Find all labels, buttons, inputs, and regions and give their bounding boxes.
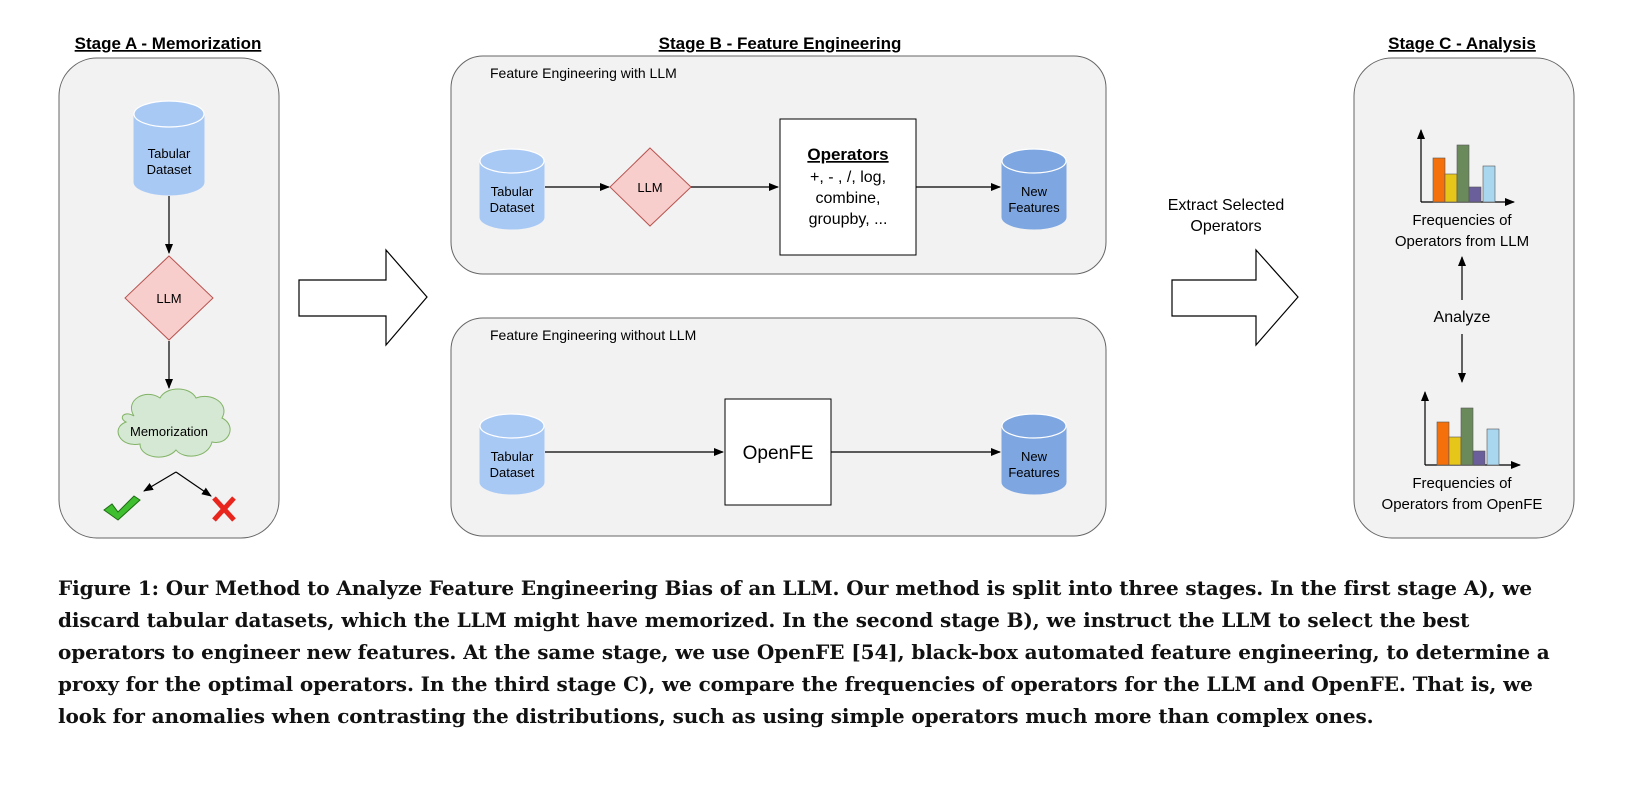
llm-frequency-bar-chart-icon <box>1417 129 1515 206</box>
fe-without-llm-dataset-icon: Tabular Dataset <box>479 413 545 495</box>
stage-a-llm-diamond: LLM <box>124 255 214 341</box>
fe-without-llm-title: Feature Engineering without LLM <box>490 327 696 343</box>
stage-a-to-b-arrow <box>298 248 428 347</box>
fe-with-llm-output-label-1: New <box>1021 184 1048 199</box>
operators-title: Operators <box>807 145 888 164</box>
fe-with-llm-llm-label: LLM <box>637 180 662 195</box>
stage-b-to-c-arrow <box>1171 248 1299 347</box>
fe-with-llm-dataset-label-2: Dataset <box>490 200 535 215</box>
stage-c-title: Stage C - Analysis <box>1388 34 1536 53</box>
operators-line-1: +, - , /, log, <box>810 169 886 186</box>
stage-a-dataset-label-1: Tabular <box>148 146 191 161</box>
stage-a-llm-label: LLM <box>156 291 181 306</box>
analyze-label: Analyze <box>1434 309 1491 326</box>
llm-frequency-label-1: Frequencies of <box>1412 212 1512 229</box>
red-x-icon <box>212 496 236 522</box>
llm-frequency-label-2: Operators from LLM <box>1395 233 1529 250</box>
stage-b-title: Stage B - Feature Engineering <box>659 34 902 53</box>
fe-with-llm-llm-diamond: LLM <box>609 147 692 227</box>
fe-with-llm-dataset-icon: Tabular Dataset <box>479 148 545 230</box>
openfe-frequency-label-1: Frequencies of <box>1412 475 1512 492</box>
stage-a-title: Stage A - Memorization <box>75 34 262 53</box>
openfe-box: OpenFE <box>724 398 832 506</box>
extract-label-line-1: Extract Selected <box>1168 197 1285 214</box>
figure-caption: Figure 1: Our Method to Analyze Feature … <box>58 576 1550 728</box>
fe-without-llm-output-label-1: New <box>1021 449 1048 464</box>
fe-with-llm-dataset-label-1: Tabular <box>491 184 534 199</box>
operators-line-2: combine, <box>816 190 881 207</box>
openfe-frequency-label-2: Operators from OpenFE <box>1382 496 1543 513</box>
operators-box: Operators +, - , /, log, combine, groupb… <box>779 118 917 256</box>
openfe-frequency-bar-chart-icon <box>1421 391 1521 469</box>
stage-a-dataset-label-2: Dataset <box>147 162 192 177</box>
stage-a-arrow-to-reject <box>175 471 212 497</box>
openfe-label: OpenFE <box>743 443 814 464</box>
extract-label-line-2: Operators <box>1190 218 1261 235</box>
fe-with-llm-title: Feature Engineering with LLM <box>490 65 677 81</box>
fe-without-llm-new-features-icon: New Features <box>1001 413 1067 495</box>
stage-a-arrow-to-accept <box>143 471 177 492</box>
fe-without-llm-dataset-label-2: Dataset <box>490 465 535 480</box>
operators-line-3: groupby, ... <box>809 211 888 228</box>
fe-without-llm-output-label-2: Features <box>1008 465 1060 480</box>
method-diagram: Stage A - Memorization Stage B - Feature… <box>58 34 1575 539</box>
memorization-label: Memorization <box>130 424 208 439</box>
fe-without-llm-dataset-label-1: Tabular <box>491 449 534 464</box>
stage-a-dataset-icon: Tabular Dataset <box>133 100 205 196</box>
stage-c-panel <box>1353 57 1575 539</box>
fe-with-llm-panel <box>450 55 1107 275</box>
fe-with-llm-new-features-icon: New Features <box>1001 148 1067 230</box>
memorization-cloud-icon: Memorization <box>117 388 231 458</box>
checkmark-icon <box>103 495 141 521</box>
fe-with-llm-output-label-2: Features <box>1008 200 1060 215</box>
